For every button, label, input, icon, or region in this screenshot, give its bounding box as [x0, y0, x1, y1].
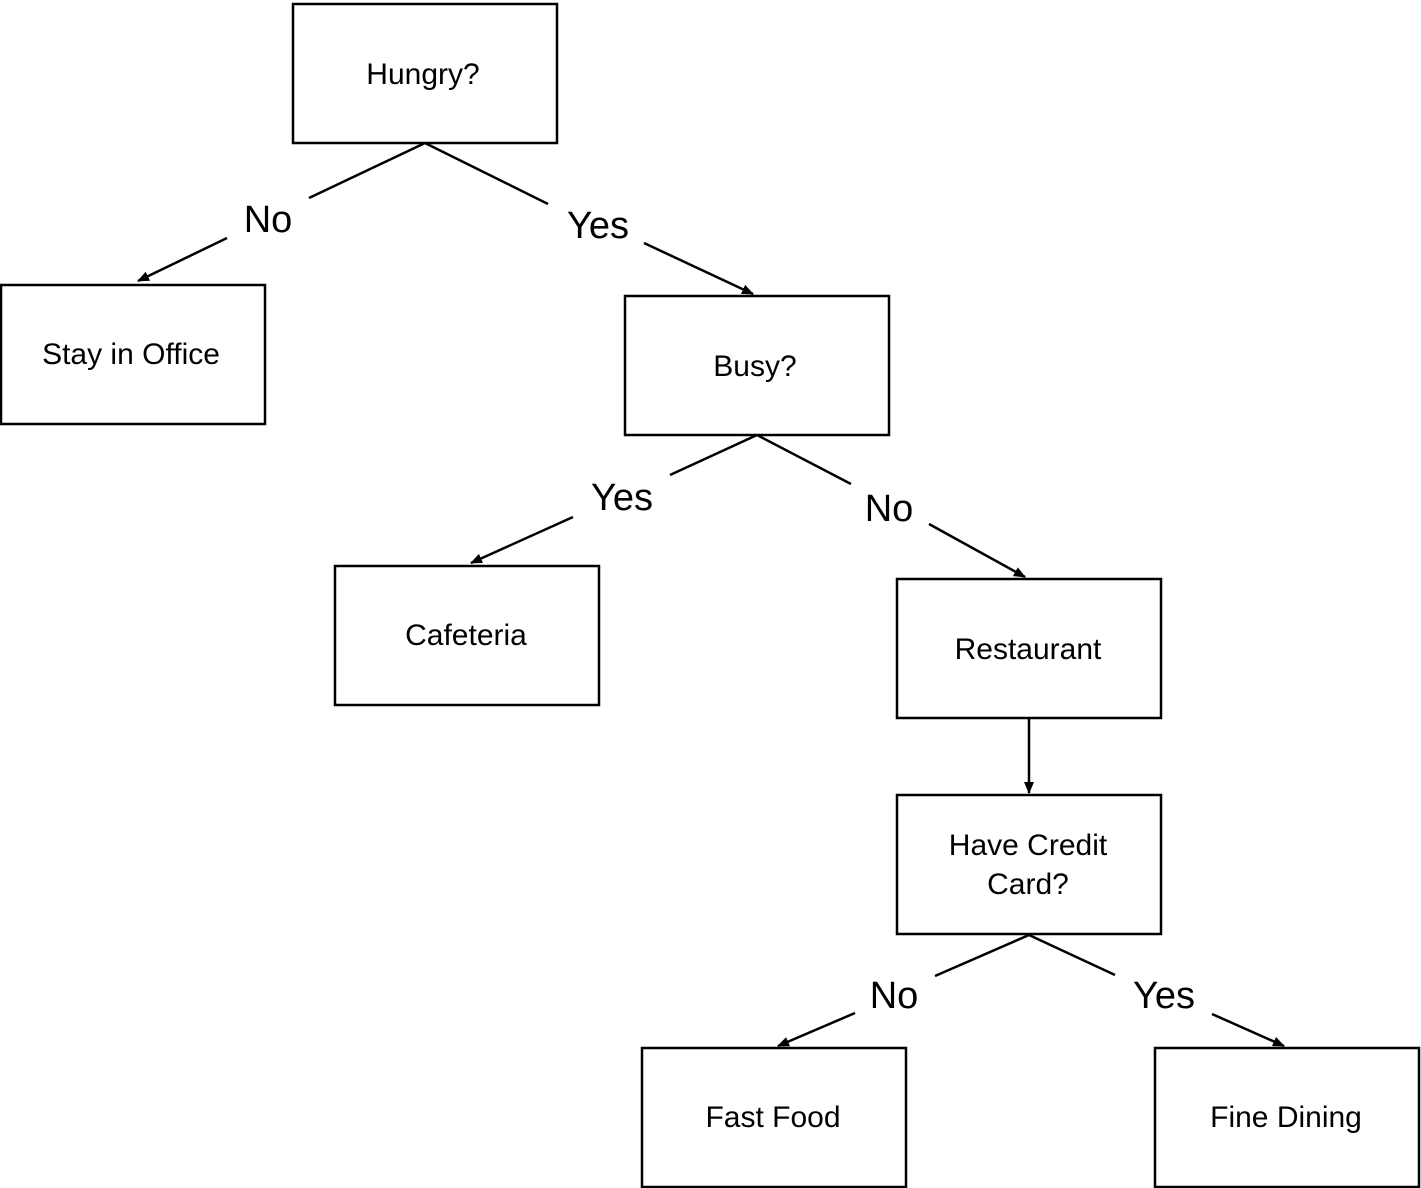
edge-hungry-yes-line-b	[643, 241, 754, 296]
node-busy-box	[623, 294, 891, 437]
node-hungry-box	[291, 2, 559, 145]
edge-label-hungry-no: No	[244, 199, 293, 241]
node-cafeteria-label: Cafeteria	[405, 619, 527, 652]
node-have-credit-card: Have Credit Card?	[895, 793, 1163, 936]
edge-busy-yes-line-b	[470, 515, 574, 565]
node-busy-label: Busy?	[713, 350, 796, 383]
edge-label-busy-no: No	[865, 488, 914, 530]
node-fast-food-box	[640, 1046, 908, 1188]
node-stay-in-office-box	[0, 283, 267, 426]
edge-hungry-no-line-a	[308, 141, 426, 200]
edge-card-no-line-a	[934, 933, 1030, 978]
edge-busy-no-line-b	[928, 522, 1026, 579]
edge-label-hungry-yes: Yes	[567, 205, 629, 247]
node-fine-dining: Fine Dining	[1153, 1046, 1421, 1188]
edge-label-card-no: No	[870, 975, 919, 1017]
node-fine-dining-label: Fine Dining	[1210, 1101, 1362, 1134]
node-restaurant-label: Restaurant	[955, 633, 1102, 666]
node-restaurant: Restaurant	[895, 577, 1163, 720]
node-have-credit-card-box	[895, 793, 1163, 936]
node-stay-in-office-label: Stay in Office	[42, 338, 220, 371]
node-cafeteria: Cafeteria	[333, 564, 601, 707]
node-fast-food-label: Fast Food	[705, 1101, 840, 1134]
node-cafeteria-box	[333, 564, 601, 707]
node-hungry-label: Hungry?	[366, 58, 479, 91]
edge-card-yes-line-b	[1211, 1012, 1285, 1048]
node-busy: Busy?	[623, 294, 891, 437]
edges	[137, 141, 1285, 1048]
edge-busy-yes-line-a	[669, 433, 758, 477]
edge-label-card-yes: Yes	[1133, 975, 1195, 1017]
edge-card-no-line-b	[777, 1011, 856, 1048]
node-stay-in-office: Stay in Office	[0, 283, 267, 426]
edge-hungry-no-line-b	[137, 236, 228, 283]
edge-card-yes-line-a	[1028, 933, 1116, 977]
node-have-credit-card-label-line1: Have Credit	[949, 829, 1108, 862]
node-fast-food: Fast Food	[640, 1046, 908, 1188]
edge-hungry-yes-line-a	[424, 141, 549, 206]
edge-busy-no-line-a	[756, 433, 852, 486]
edge-labels: No Yes Yes No No Yes	[244, 199, 1195, 1017]
node-hungry: Hungry?	[291, 2, 559, 145]
node-fine-dining-box	[1153, 1046, 1421, 1188]
node-have-credit-card-label-line2: Card?	[987, 868, 1069, 901]
node-restaurant-box	[895, 577, 1163, 720]
edge-label-busy-yes: Yes	[591, 477, 653, 519]
